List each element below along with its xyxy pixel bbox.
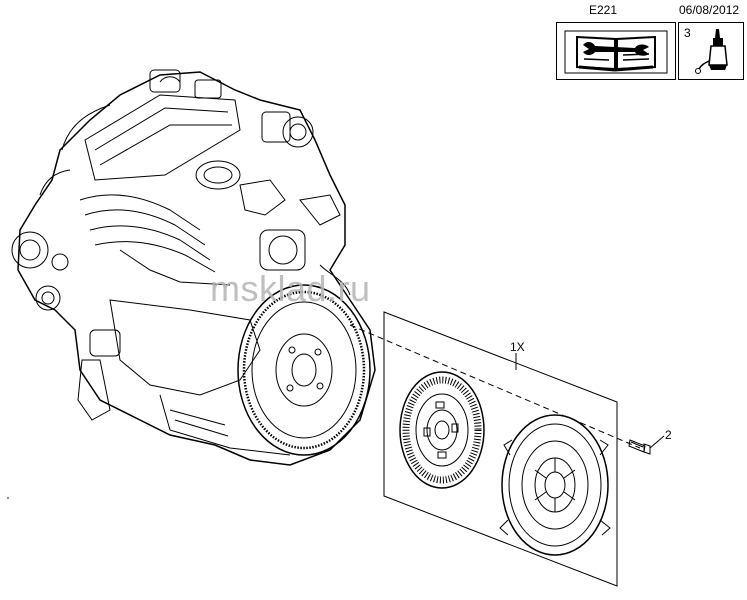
watermark: msklаd.ru [210,268,371,309]
engine-assembly [11,69,376,466]
kit-panel [383,311,618,587]
bolt [628,439,651,455]
bolt-leader-line [649,435,665,449]
pressure-plate [499,414,611,556]
kit-callout: 1X [510,340,525,354]
bolt-callout: 2 [665,428,672,442]
diagram-date: 06/08/2012 [679,3,740,17]
manual-legend-box [556,22,676,80]
legend-item-number: 3 [684,26,691,40]
flywheel [237,284,371,456]
assembly-axis-line [349,324,641,449]
clutch-disc [399,371,485,489]
adhesive-tube-icon [695,29,728,74]
book-wrench-icon [564,30,668,74]
diagram-code: E221 [589,3,618,17]
item-legend-box: 3 [678,22,744,80]
